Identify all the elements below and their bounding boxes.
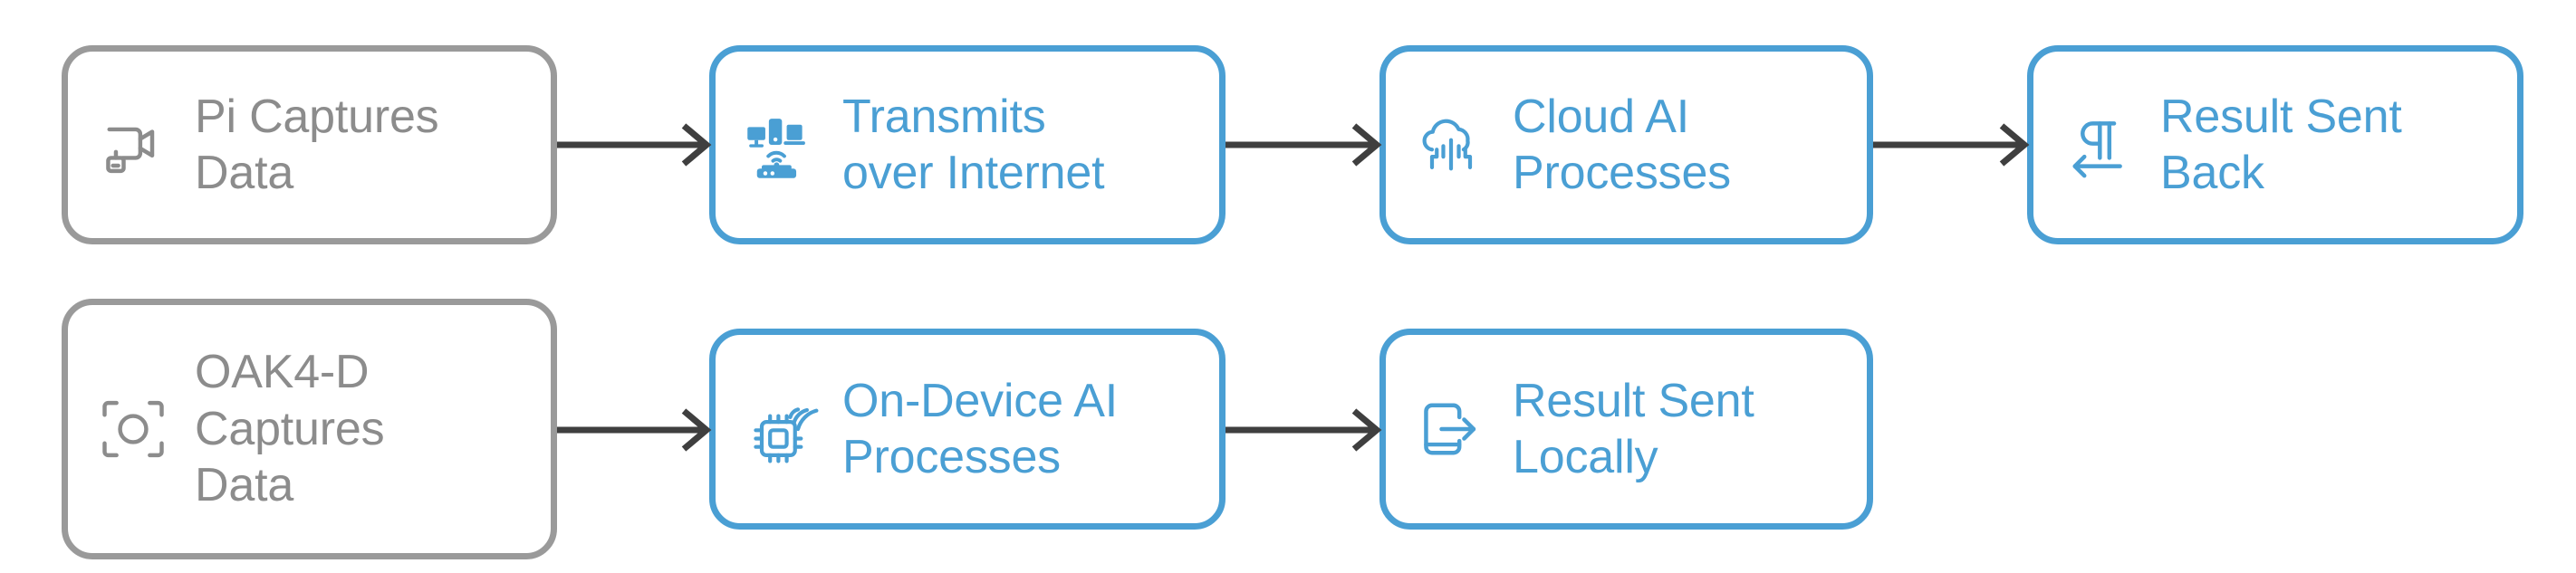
node-result-sent-locally[interactable]: Result Sent Locally (1379, 329, 1873, 530)
node-label: Pi Captures Data (195, 90, 439, 199)
node-result-sent-back[interactable]: Result Sent Back (2027, 45, 2523, 244)
arrow-cloud-to-result (1873, 123, 2030, 167)
pilcrow-return-icon (2072, 121, 2122, 178)
arrow-transmit-to-cloud (1226, 123, 1382, 167)
arrow-ondevice-to-resultloc (1226, 408, 1382, 452)
node-label: Result Sent Locally (1513, 374, 1754, 483)
network-router-icon (747, 119, 805, 178)
video-camera-icon (106, 127, 155, 174)
arrow-oak-to-ondevice (557, 408, 712, 452)
node-label: Cloud AI Processes (1513, 90, 1731, 199)
phone-export-icon (1424, 403, 1476, 455)
arrow-pi-to-transmit (557, 123, 712, 167)
cloud-ai-icon (1422, 119, 1473, 171)
node-pi-captures-data[interactable]: Pi Captures Data (62, 45, 557, 244)
node-label: OAK4-D Captures Data (195, 346, 385, 512)
node-label: On-Device AI Processes (842, 374, 1118, 483)
focus-frame-icon (102, 400, 164, 458)
node-cloud-ai-processes[interactable]: Cloud AI Processes (1379, 45, 1873, 244)
node-label: Transmits over Internet (842, 90, 1105, 199)
node-transmits-over-internet[interactable]: Transmits over Internet (709, 45, 1226, 244)
node-label: Result Sent Back (2160, 90, 2402, 199)
node-oak4d-captures-data[interactable]: OAK4-D Captures Data (62, 299, 557, 559)
node-on-device-ai-processes[interactable]: On-Device AI Processes (709, 329, 1226, 530)
chip-wireless-icon (754, 407, 819, 463)
